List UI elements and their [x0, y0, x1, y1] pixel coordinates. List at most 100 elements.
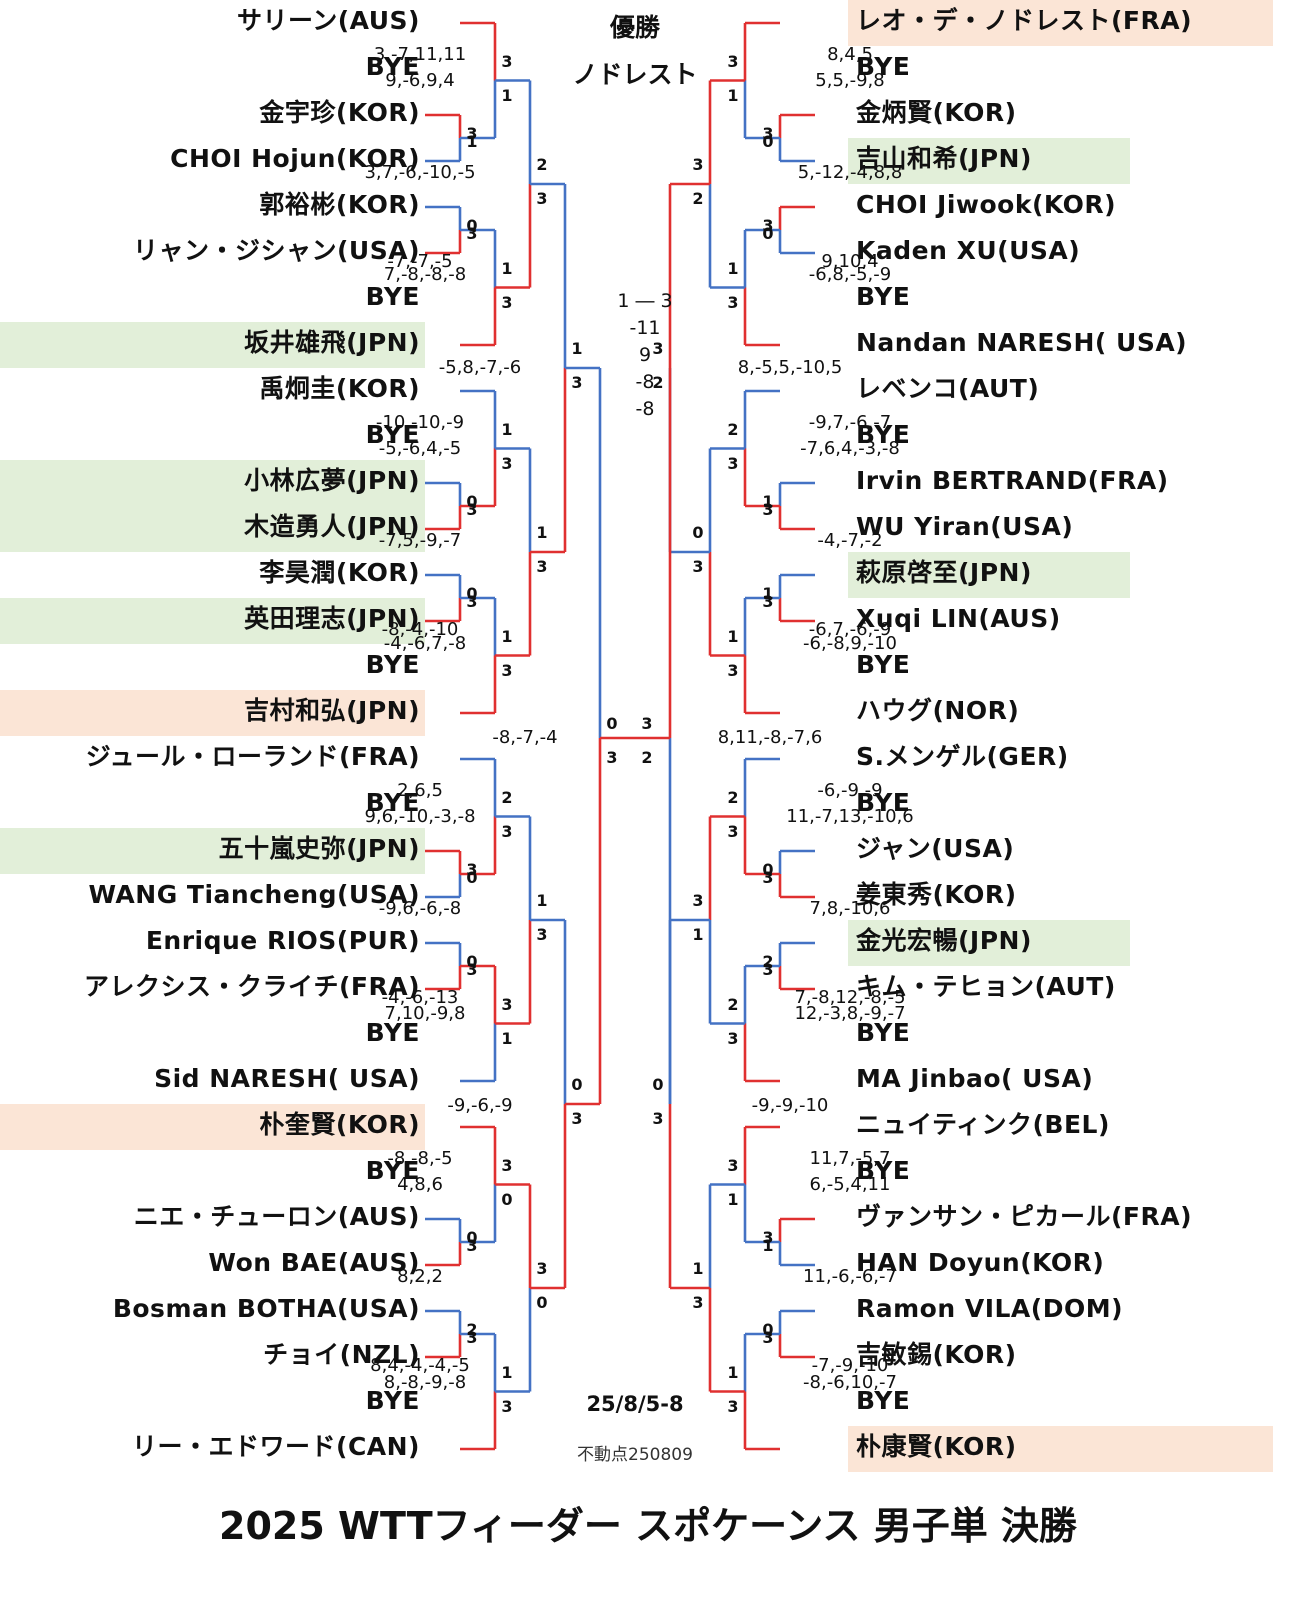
match-score: 2: [641, 748, 653, 767]
match-score: 1: [727, 85, 739, 105]
game-scores: 11,-7,13,-10,6: [786, 806, 914, 827]
player-name: HAN Doyun(KOR): [856, 1248, 1105, 1277]
match-score: 3: [466, 1236, 478, 1255]
champion-name: ノドレスト: [572, 60, 698, 89]
game-scores: -6,8,-5,-9: [808, 264, 892, 285]
game-scores: 9,-6,9,4: [385, 70, 455, 91]
player-name: WU Yiran(USA): [856, 512, 1074, 541]
player-name: BYE: [856, 420, 911, 449]
match-score: 1: [501, 258, 513, 278]
match-score: 0: [571, 1075, 583, 1094]
player-name: Enrique RIOS(PUR): [145, 926, 420, 955]
game-scores: 9,6,-10,-3,-8: [364, 806, 476, 827]
game-scores: 5,5,-9,8: [815, 70, 885, 91]
player-name: Kaden XU(USA): [856, 236, 1081, 265]
champion-label: 優勝: [609, 13, 660, 42]
match-score: 3: [727, 1155, 739, 1175]
match-score: 3: [762, 1328, 774, 1347]
game-scores: 3,7,-6,-10,-5: [364, 162, 476, 183]
game-scores: 8,2,2: [397, 1266, 443, 1287]
player-name: Ramon VILA(DOM): [856, 1294, 1124, 1323]
player-name: 朴康賢(KOR): [856, 1432, 1017, 1461]
match-score: 2: [762, 952, 774, 971]
player-name: ジュール・ローランド(FRA): [85, 742, 420, 771]
match-score: 1: [727, 626, 739, 646]
match-score: 3: [727, 1028, 739, 1048]
match-score: 3: [466, 960, 478, 979]
match-score: 1: [501, 419, 513, 439]
game-scores: -8,-6,10,-7: [803, 1372, 897, 1393]
match-score: 1: [501, 1028, 513, 1048]
player-name: 小林広夢(JPN): [244, 466, 420, 495]
match-score: 2: [727, 419, 739, 439]
player-name: レベンコ(AUT): [856, 374, 1040, 403]
player-name: Bosman BOTHA(USA): [112, 1294, 420, 1323]
match-score: 3: [762, 868, 774, 887]
match-score: 1: [466, 132, 478, 151]
match-score: 1: [762, 584, 774, 603]
game-scores: -10,-10,-9: [375, 411, 465, 433]
match-score: 3: [466, 1328, 478, 1347]
match-score: 1: [501, 626, 513, 646]
match-score: 3: [727, 660, 739, 680]
player-name: 吉敏錫(KOR): [856, 1340, 1017, 1369]
player-name: ヴァンサン・ピカール(FRA): [856, 1202, 1193, 1231]
match-score: 1: [762, 1236, 774, 1255]
player-name: BYE: [856, 650, 911, 679]
match-score: 3: [606, 748, 618, 767]
match-score: 3: [536, 189, 548, 208]
player-highlight: [0, 460, 425, 506]
player-highlight: [0, 506, 425, 552]
match-score: 0: [466, 492, 478, 511]
player-name: チョイ(NZL): [263, 1340, 420, 1369]
match-score: 3: [536, 1259, 548, 1278]
match-score: 0: [466, 584, 478, 603]
player-name: リー・エドワード(CAN): [132, 1432, 420, 1461]
player-name: 姜東秀(KOR): [856, 880, 1017, 909]
game-scores: 7,10,-9,8: [384, 1003, 466, 1024]
game-scores: 8,4,-4,-4,-5: [370, 1354, 470, 1376]
match-score: 3: [536, 925, 548, 944]
final-match-score: 1 ― 3: [617, 290, 673, 312]
player-name: リャン・ジシャン(USA): [132, 236, 420, 265]
match-score: 2: [466, 1320, 478, 1339]
player-highlight: [0, 322, 425, 368]
game-scores: -5,-6,4,-5: [378, 438, 462, 459]
game-scores: -4,-7,-2: [817, 530, 883, 551]
match-score: 3: [692, 891, 704, 910]
player-name: 萩原啓至(JPN): [856, 558, 1032, 587]
match-score: 3: [466, 592, 478, 611]
player-name: 金炳賢(KOR): [856, 98, 1017, 127]
match-score: 3: [692, 155, 704, 174]
match-score: 1: [536, 891, 548, 910]
player-name: BYE: [856, 788, 911, 817]
final-game-score: -8: [635, 398, 655, 420]
game-scores: -9,7,-6,-7: [808, 411, 892, 433]
game-scores: 9,10,4: [821, 250, 879, 272]
player-name: レオ・デ・ノドレスト(FRA): [856, 6, 1193, 35]
game-scores: -7,-7,-5: [387, 250, 453, 272]
match-score: 2: [501, 787, 513, 807]
game-scores: -6,-8,9,-10: [803, 633, 897, 654]
game-scores: -7,-9,-10: [811, 1354, 889, 1376]
player-name: 金宇珍(KOR): [259, 98, 420, 127]
player-name: 金光宏暢(JPN): [856, 926, 1032, 955]
match-score: 2: [692, 189, 704, 208]
match-score: 0: [762, 860, 774, 879]
match-score: 3: [762, 960, 774, 979]
player-highlight: [848, 1426, 1273, 1472]
player-name: BYE: [365, 420, 420, 449]
player-name: ハウグ(NOR): [856, 696, 1020, 725]
player-name: BYE: [856, 1386, 911, 1415]
player-name: 禹炯圭(KOR): [259, 374, 420, 403]
match-score: 0: [466, 868, 478, 887]
final-game-score: -11: [629, 317, 661, 339]
player-highlight: [0, 828, 425, 874]
match-score: 1: [762, 492, 774, 511]
match-score: 1: [536, 523, 548, 542]
player-name: BYE: [856, 1018, 911, 1047]
match-score: 3: [466, 124, 478, 143]
footnote: 不動点250809: [577, 1445, 693, 1465]
final-game-score: -8: [635, 371, 655, 393]
game-scores: 12,-3,8,-9,-7: [794, 1003, 906, 1024]
